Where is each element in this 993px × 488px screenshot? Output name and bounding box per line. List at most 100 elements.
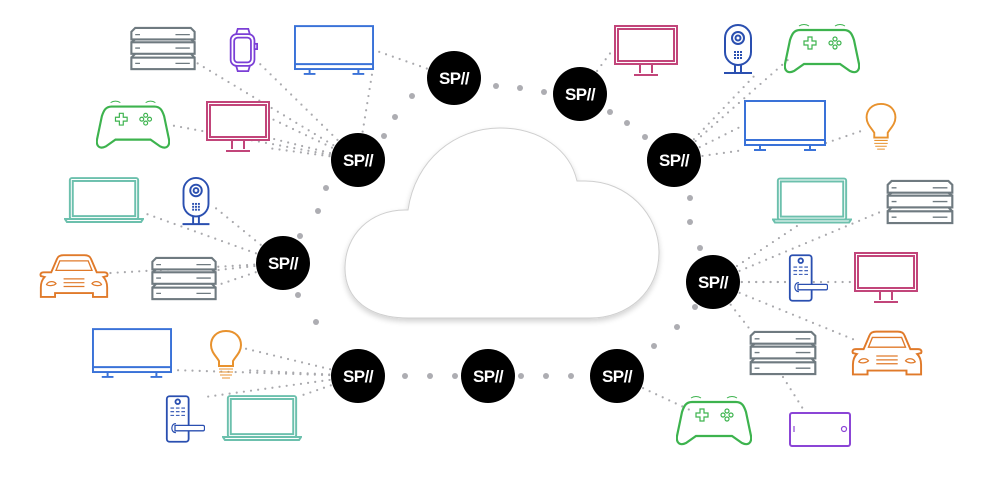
tv-icon bbox=[92, 328, 172, 378]
ring-dot bbox=[297, 233, 303, 239]
ring-dot bbox=[697, 245, 703, 251]
sp-node: SP// bbox=[331, 349, 385, 403]
car-icon bbox=[39, 254, 109, 298]
ring-dot bbox=[687, 195, 693, 201]
laptop-icon bbox=[772, 177, 852, 224]
server-rack-icon bbox=[151, 256, 217, 301]
server-rack-icon bbox=[130, 26, 196, 71]
connection-line bbox=[195, 61, 360, 162]
tv-icon bbox=[294, 25, 374, 75]
ring-dot bbox=[674, 324, 680, 330]
monitor-icon bbox=[206, 101, 270, 152]
connection-line bbox=[168, 123, 360, 162]
sp-node-label: SP// bbox=[343, 367, 374, 386]
sp-node: SP// bbox=[331, 133, 385, 187]
sp-node: SP// bbox=[647, 133, 701, 187]
sp-node-circle bbox=[686, 255, 740, 309]
monitor-icon bbox=[614, 25, 678, 76]
connection-line bbox=[672, 56, 792, 162]
sp-node-label: SP// bbox=[343, 151, 374, 170]
ring-dot bbox=[402, 373, 408, 379]
connection-line bbox=[203, 374, 360, 399]
sp-node-label: SP// bbox=[602, 367, 633, 386]
ring-dot bbox=[295, 292, 301, 298]
sp-node-label: SP// bbox=[565, 85, 596, 104]
gamepad-icon bbox=[784, 24, 860, 74]
ring-dot bbox=[409, 93, 415, 99]
ring-dot bbox=[381, 133, 387, 139]
ring-dot bbox=[642, 134, 648, 140]
ring-dot bbox=[427, 373, 433, 379]
gamepad-icon bbox=[676, 396, 752, 446]
connection-line bbox=[356, 60, 376, 162]
car-icon bbox=[851, 330, 923, 376]
sp-node-label: SP// bbox=[473, 367, 504, 386]
sp-node: SP// bbox=[427, 51, 481, 105]
security-camera-icon bbox=[181, 177, 211, 226]
ring-dot bbox=[568, 373, 574, 379]
ring-dot bbox=[315, 208, 321, 214]
connection-line bbox=[578, 46, 616, 96]
sp-node-circle bbox=[331, 349, 385, 403]
sp-node-circle bbox=[331, 133, 385, 187]
connection-line bbox=[711, 222, 802, 284]
sp-node-label: SP// bbox=[659, 151, 690, 170]
ring-dot bbox=[541, 89, 547, 95]
connection-line bbox=[672, 123, 746, 162]
sp-node-circle bbox=[553, 67, 607, 121]
ring-dot bbox=[607, 109, 613, 115]
sp-node: SP// bbox=[461, 349, 515, 403]
server-rack-icon bbox=[749, 330, 817, 376]
tablet-icon bbox=[789, 412, 851, 447]
connection-line bbox=[216, 261, 285, 287]
laptop-icon bbox=[222, 395, 302, 441]
connection-line bbox=[142, 211, 285, 265]
connection-line bbox=[711, 208, 887, 284]
connection-line bbox=[824, 128, 866, 145]
ring-dot bbox=[692, 304, 698, 310]
ring-dot bbox=[687, 219, 693, 225]
security-camera-icon bbox=[723, 24, 753, 74]
ring-dot bbox=[313, 319, 319, 325]
ring-dot bbox=[543, 373, 549, 379]
ring-dot bbox=[517, 85, 523, 91]
ring-dot bbox=[392, 114, 398, 120]
sp-node-label: SP// bbox=[698, 273, 729, 292]
ring-dot bbox=[323, 185, 329, 191]
ring-dot bbox=[518, 373, 524, 379]
connection-line bbox=[241, 368, 360, 378]
smartwatch-icon bbox=[229, 27, 258, 73]
sp-node-circle bbox=[461, 349, 515, 403]
sp-node: SP// bbox=[256, 236, 310, 290]
sp-node-circle bbox=[590, 349, 644, 403]
smart-lock-icon bbox=[165, 395, 205, 443]
connection-line bbox=[298, 374, 360, 398]
ring-dot bbox=[624, 120, 630, 126]
connection-line bbox=[170, 368, 360, 378]
ring-dots bbox=[295, 83, 703, 379]
laptop-icon bbox=[64, 177, 144, 223]
connection-line bbox=[672, 148, 746, 162]
ring-dot bbox=[651, 343, 657, 349]
smart-lock-icon bbox=[788, 254, 828, 302]
connection-line bbox=[672, 70, 760, 162]
gamepad-icon bbox=[96, 100, 170, 149]
ring-dot bbox=[493, 83, 499, 89]
lightbulb-icon bbox=[865, 102, 897, 151]
cloud-shape bbox=[344, 127, 660, 319]
monitor-icon bbox=[854, 252, 918, 303]
server-rack-icon bbox=[886, 179, 954, 225]
sp-node: SP// bbox=[686, 255, 740, 309]
sp-node-label: SP// bbox=[439, 69, 470, 88]
sp-node: SP// bbox=[590, 349, 644, 403]
ring-dot bbox=[452, 373, 458, 379]
sp-node-circle bbox=[647, 133, 701, 187]
sp-node-label: SP// bbox=[268, 254, 299, 273]
sp-node: SP// bbox=[553, 67, 607, 121]
tv-icon bbox=[744, 100, 826, 151]
sp-node-circle bbox=[256, 236, 310, 290]
lightbulb-icon bbox=[210, 330, 242, 379]
connection-line bbox=[781, 375, 807, 414]
sp-node-circle bbox=[427, 51, 481, 105]
